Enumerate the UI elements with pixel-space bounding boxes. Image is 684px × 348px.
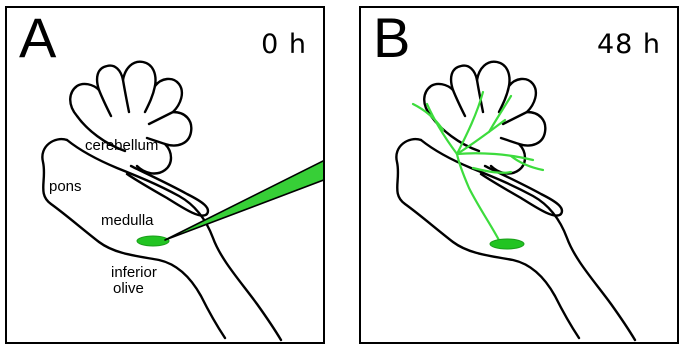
time-label-a: 0 h	[261, 30, 307, 60]
inferior-olive-injection-a	[137, 236, 169, 246]
label-inferior: inferior	[111, 264, 157, 281]
label-cerebellum: cerebellum	[85, 137, 158, 154]
panel-letter-b: B	[373, 10, 410, 66]
label-pons: pons	[49, 178, 82, 195]
label-olive: olive	[113, 280, 144, 297]
injection-pipette	[165, 160, 323, 240]
time-label-b: 48 h	[597, 30, 661, 60]
label-medulla: medulla	[101, 212, 154, 229]
panel-letter-a: A	[19, 10, 56, 66]
panel-a: A 0 h cerebellum pons medulla inferior o…	[5, 6, 325, 344]
inferior-olive-injection-b	[490, 239, 524, 249]
panel-b: B 48 h	[359, 6, 679, 344]
